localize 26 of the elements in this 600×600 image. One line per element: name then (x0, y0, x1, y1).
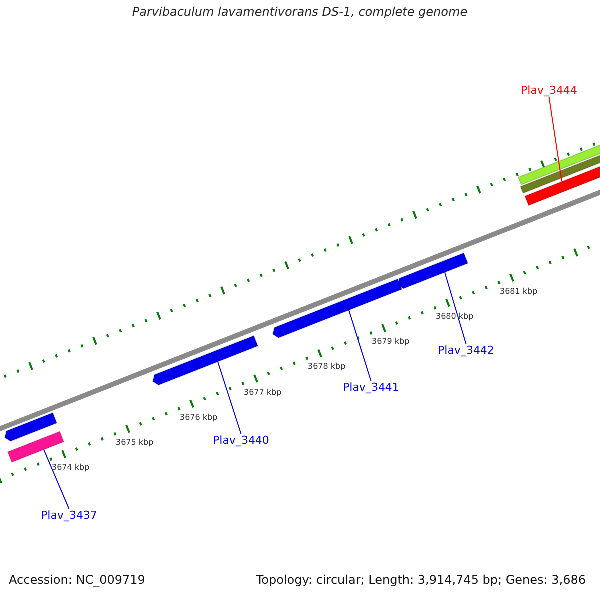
gene-feature (7, 431, 65, 464)
scale-label: 3676 kbp (180, 412, 218, 422)
leader-line (444, 272, 467, 344)
scale-label: 3677 kbp (244, 388, 282, 397)
gene-feature (4, 412, 58, 442)
gene-feature (272, 278, 403, 339)
gene-feature (152, 335, 259, 386)
gene-label: Plav_3442 (438, 344, 494, 357)
gene-label: Plav_3441 (343, 381, 400, 394)
scale-label: 3680 kbp (436, 312, 474, 322)
scale-label: 3679 kbp (372, 337, 410, 346)
gene-label: Plav_3440 (213, 434, 270, 447)
chart-title: Parvibaculum lavamentivorans DS-1, complete genome (131, 5, 469, 19)
leader-line (44, 449, 70, 510)
scale-label: 3681 kbp (500, 286, 538, 296)
leader-line (348, 310, 372, 382)
scale-label: 3674 kbp (52, 463, 90, 472)
gene-label: Plav_3437 (41, 509, 98, 522)
gene-feature (397, 252, 469, 290)
gene-label: Plav_3444 (521, 84, 578, 97)
genome-stats-text: Topology: circular; Length: 3,914,745 bp; Genes: 3,686 (256, 573, 586, 587)
leader-line (548, 96, 562, 182)
scale-label: 3675 kbp (116, 438, 154, 448)
leader-line (218, 361, 242, 434)
scale-label: 3678 kbp (308, 362, 346, 372)
accession-text: Accession: NC_009719 (9, 573, 146, 587)
